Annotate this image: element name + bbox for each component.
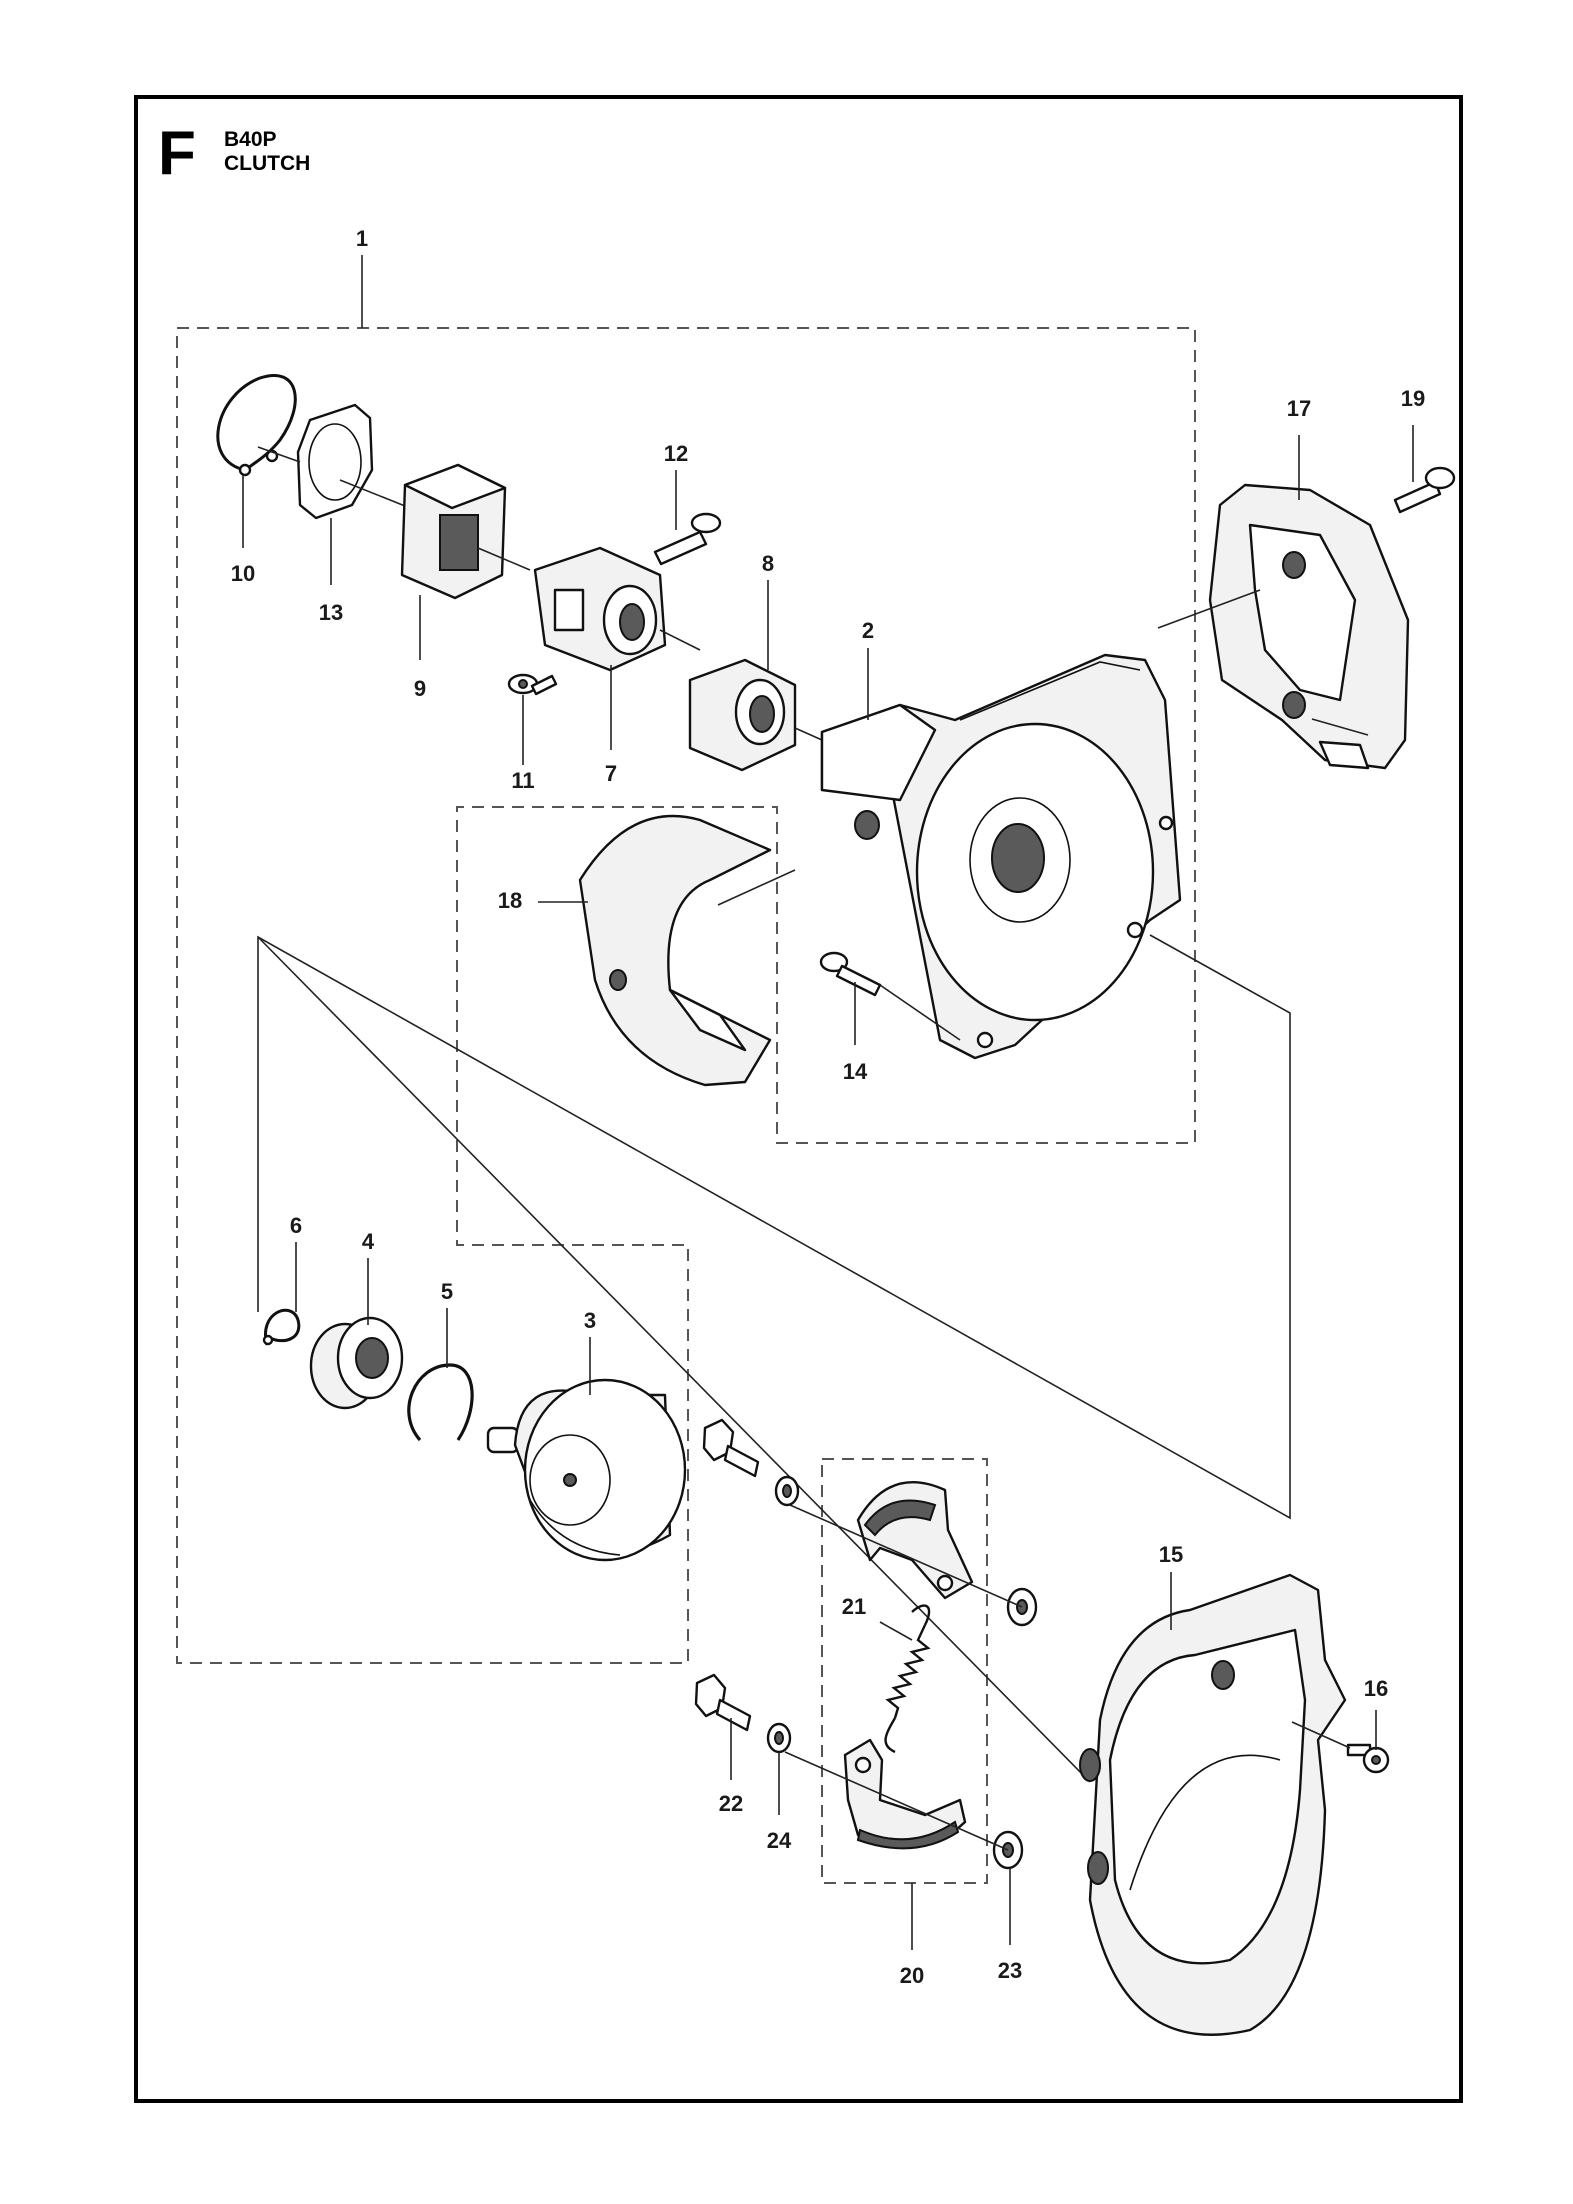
- leader-line: [1157, 589, 1261, 629]
- callout-18: 18: [498, 888, 522, 913]
- callout-4: 4: [362, 1229, 375, 1254]
- washer-upper: [774, 1475, 800, 1507]
- callout-20: 20: [900, 1963, 924, 1988]
- callout-2: 2: [862, 618, 874, 643]
- callout-6: 6: [290, 1213, 302, 1238]
- screw-part-19: [1393, 466, 1456, 514]
- washer-part-24: [766, 1722, 792, 1754]
- screw-part-14: [819, 951, 961, 1041]
- diagram-title: CLUTCH: [224, 152, 310, 175]
- callout-7: 7: [605, 761, 617, 786]
- screw-part-12: [653, 512, 722, 566]
- assembly-1-box: [176, 327, 1196, 1664]
- callout-13: 13: [319, 600, 343, 625]
- circlip-part-10: [216, 374, 297, 477]
- leader-line: [784, 1751, 1009, 1851]
- snap-ring-part-5: [407, 1363, 474, 1442]
- callout-12: 12: [664, 441, 688, 466]
- screw-part-16: [1291, 1721, 1390, 1774]
- callout-pointer: [879, 1621, 913, 1641]
- pivot-bolt-lower: [694, 1673, 752, 1732]
- bracket-part-17: [1208, 483, 1410, 770]
- housing-part-9: [400, 463, 531, 600]
- leader-line: [257, 934, 1291, 1520]
- callout-21: 21: [842, 1594, 866, 1619]
- section-letter: F: [158, 119, 196, 188]
- callout-19: 19: [1401, 386, 1425, 411]
- callout-10: 10: [231, 561, 255, 586]
- page-frame: [134, 95, 1463, 2103]
- callout-15: 15: [1159, 1542, 1183, 1567]
- callout-24: 24: [767, 1828, 792, 1853]
- spring-part-21: [884, 1604, 931, 1754]
- assembly-20-box: [821, 1458, 988, 1884]
- callout-9: 9: [414, 676, 426, 701]
- bushing-part-8: [688, 658, 841, 772]
- fan-housing-part-2: [820, 653, 1182, 1060]
- model-label: B40P: [224, 128, 277, 151]
- bracket-part-7: [533, 546, 701, 672]
- leader-line: [789, 1504, 1023, 1608]
- callout-17: 17: [1287, 396, 1311, 421]
- cover-part-15: [1079, 1573, 1347, 2036]
- cover-part-18: [578, 814, 796, 1087]
- gasket-part-13: [296, 403, 421, 520]
- clutch-shoe-upper: [856, 1481, 974, 1600]
- callout-5: 5: [441, 1279, 453, 1304]
- leader-line: [257, 446, 301, 463]
- callout-11: 11: [511, 768, 534, 793]
- pivot-bolt-upper: [702, 1418, 760, 1478]
- clutch-shoe-lower: [843, 1738, 967, 1850]
- circlip-part-6: [262, 1308, 301, 1346]
- screw-part-11: [507, 673, 558, 696]
- callout-8: 8: [762, 551, 774, 576]
- callout-1: 1: [356, 226, 368, 251]
- callout-14: 14: [843, 1059, 868, 1084]
- callout-23: 23: [998, 1958, 1022, 1983]
- callout-22: 22: [719, 1791, 743, 1816]
- callout-16: 16: [1364, 1676, 1388, 1701]
- callout-3: 3: [584, 1308, 596, 1333]
- clutch-drum-part-3: [486, 1378, 687, 1562]
- bearing-part-4: [309, 1316, 404, 1410]
- leader-line: [257, 936, 1091, 1783]
- leader-line: [1311, 718, 1369, 736]
